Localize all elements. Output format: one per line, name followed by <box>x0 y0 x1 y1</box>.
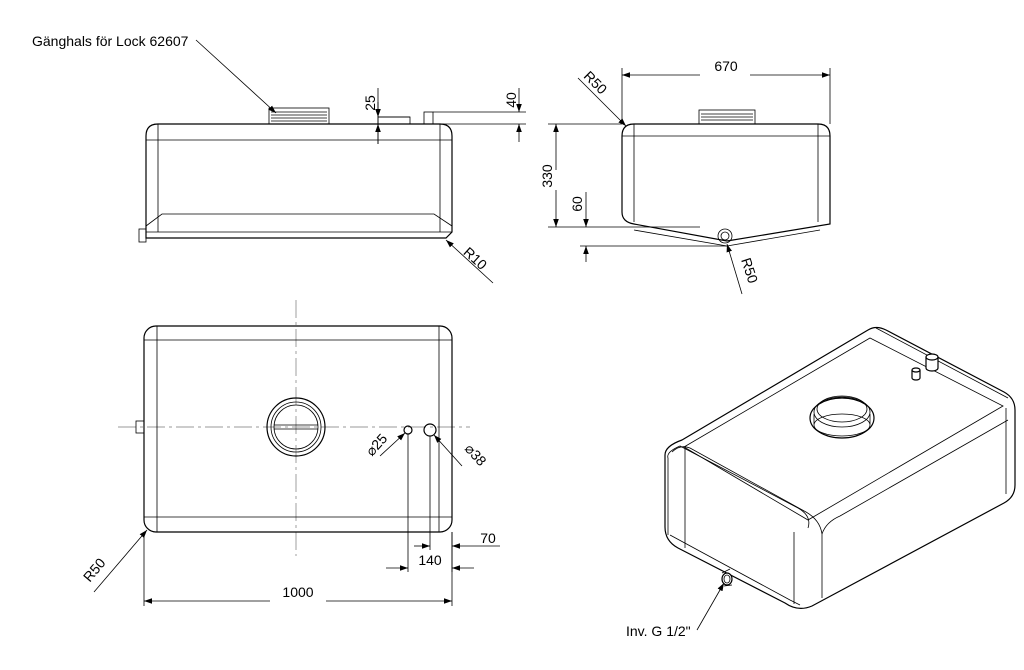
dimension-25: 25 <box>362 88 410 144</box>
dia38-label: ⌀38 <box>462 440 490 469</box>
plan-view <box>118 300 470 556</box>
side-view <box>621 109 831 247</box>
vent-pipe-25 <box>377 116 411 125</box>
dim-140-label: 140 <box>418 552 442 568</box>
neck-label: Gänghals för Lock 62607 <box>32 33 189 49</box>
vent-pipes-iso <box>911 353 939 381</box>
outlet-stub <box>138 228 147 243</box>
r50-bottom-label: R50 <box>738 256 761 286</box>
dimension-r10: R10 <box>445 239 494 284</box>
filler-neck-iso <box>809 395 875 439</box>
dim-40-label: 40 <box>503 92 519 108</box>
dia25-label: ⌀25 <box>362 430 390 459</box>
r10-label: R10 <box>460 244 490 273</box>
vent-pipe-40 <box>423 111 434 125</box>
dimension-670: 670 <box>621 58 831 124</box>
dim-25-label: 25 <box>362 95 378 111</box>
dim-60-label: 60 <box>569 196 585 212</box>
filler-neck-front <box>268 107 330 125</box>
dimension-1000: 1000 <box>143 532 453 606</box>
dim-1000-label: 1000 <box>282 584 313 600</box>
dimension-60: 60 <box>569 192 727 262</box>
dimension-dia25: ⌀25 <box>362 430 406 459</box>
dim-330-label: 330 <box>539 164 555 188</box>
filler-neck-side <box>698 109 756 125</box>
dimension-40: 40 <box>433 88 526 142</box>
outlet-side <box>717 228 733 244</box>
dimension-dia38: ⌀38 <box>433 434 490 469</box>
dimension-r50-bottom: R50 <box>726 243 761 295</box>
isometric-view <box>664 326 1016 609</box>
dimension-330: 330 <box>539 123 700 228</box>
port-38 <box>423 423 437 437</box>
outlet-iso <box>721 568 733 587</box>
outlet-callout: Inv. G 1/2" <box>626 582 725 639</box>
outlet-label: Inv. G 1/2" <box>626 623 691 639</box>
filler-neck-plan <box>266 397 326 457</box>
outlet-plan <box>135 420 145 434</box>
neck-callout: Gänghals för Lock 62607 <box>32 33 277 114</box>
dim-70-label: 70 <box>480 530 496 546</box>
dimension-r50-top: R50 <box>577 68 627 127</box>
r50-top-label: R50 <box>581 68 611 98</box>
front-view <box>138 107 453 243</box>
dimension-140: 140 <box>386 434 474 572</box>
dimension-r50-plan: R50 <box>80 529 148 593</box>
dim-670-label: 670 <box>714 58 738 74</box>
